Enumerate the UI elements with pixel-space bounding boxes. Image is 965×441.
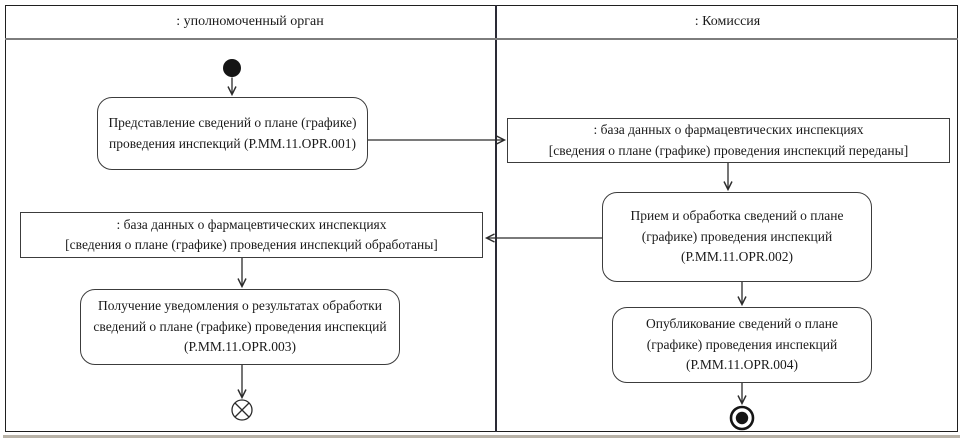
diagram-frame bbox=[5, 5, 958, 432]
frame-shadow bbox=[3, 435, 960, 438]
object-name: : база данных о фармацевтических инспекц… bbox=[116, 216, 387, 232]
swimlane-divider bbox=[495, 5, 497, 432]
object-name: : база данных о фармацевтических инспекц… bbox=[593, 122, 864, 138]
lane-header-authorized-body: : уполномоченный орган bbox=[5, 5, 495, 38]
activity-opr001: Представление сведений о плане (графике)… bbox=[97, 97, 368, 170]
lane-header-commission: : Комиссия bbox=[497, 5, 958, 38]
activity-label: Представление сведений о плане (графике)… bbox=[108, 114, 357, 151]
activity-opr003: Получение уведомления о результатах обра… bbox=[80, 289, 400, 365]
activity-opr004: Опубликование сведений о плане (графике)… bbox=[612, 307, 872, 383]
lane-header-separator bbox=[5, 38, 958, 40]
activity-label: Опубликование сведений о плане (графике)… bbox=[646, 315, 838, 373]
object-node-db-transferred: : база данных о фармацевтических инспекц… bbox=[507, 118, 950, 163]
lane-title: : Комиссия bbox=[694, 13, 761, 29]
object-node-db-processed: : база данных о фармацевтических инспекц… bbox=[20, 212, 483, 258]
object-state: [сведения о плане (графике) проведения и… bbox=[548, 142, 909, 158]
lane-title: : уполномоченный орган bbox=[176, 13, 324, 29]
activity-label: Получение уведомления о результатах обра… bbox=[93, 297, 387, 355]
object-state: [сведения о плане (графике) проведения и… bbox=[65, 237, 438, 252]
activity-label: Прием и обработка сведений о плане (граф… bbox=[630, 207, 844, 265]
activity-opr002: Прием и обработка сведений о плане (граф… bbox=[602, 192, 872, 282]
